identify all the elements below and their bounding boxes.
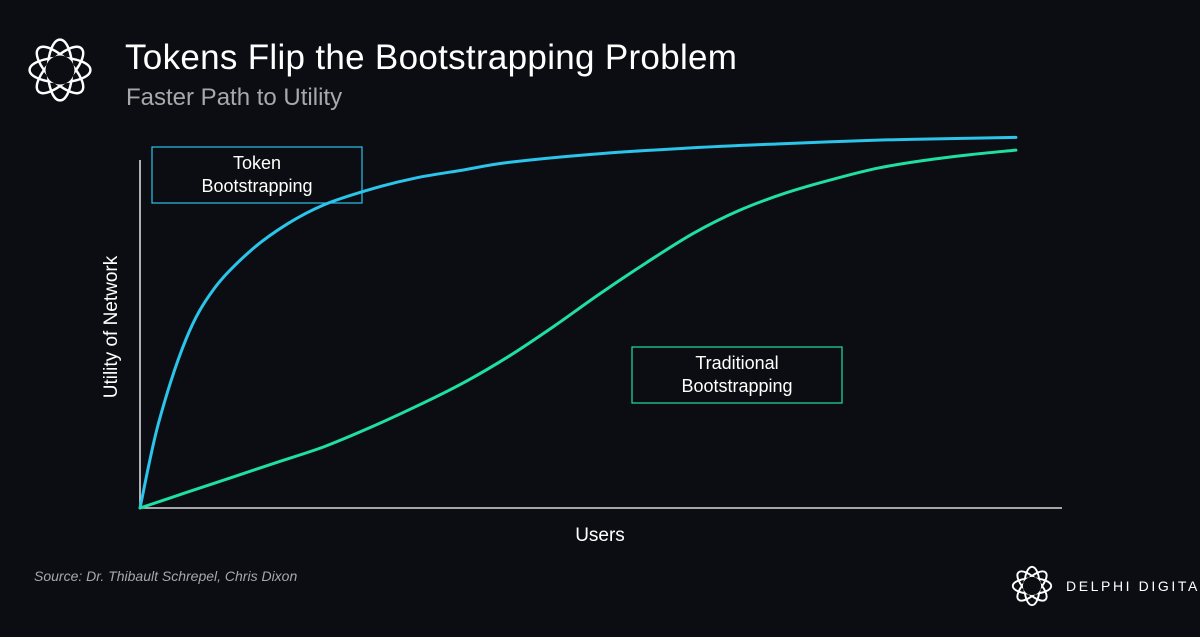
y-axis-label: Utility of Network — [101, 255, 122, 398]
token-bootstrapping-line — [138, 135, 1018, 510]
page-subtitle: Faster Path to Utility — [126, 84, 343, 111]
knot-logo-icon — [28, 38, 92, 102]
traditional-bootstrapping-line — [138, 148, 1018, 510]
knot-logo-icon — [1011, 565, 1053, 607]
x-axis-label: Users — [575, 525, 625, 546]
source-note: Source: Dr. Thibault Schrepel, Chris Dix… — [34, 568, 298, 584]
brand-name: DELPHI DIGITAL — [1066, 578, 1200, 594]
page-title: Tokens Flip the Bootstrapping Problem — [125, 38, 738, 77]
